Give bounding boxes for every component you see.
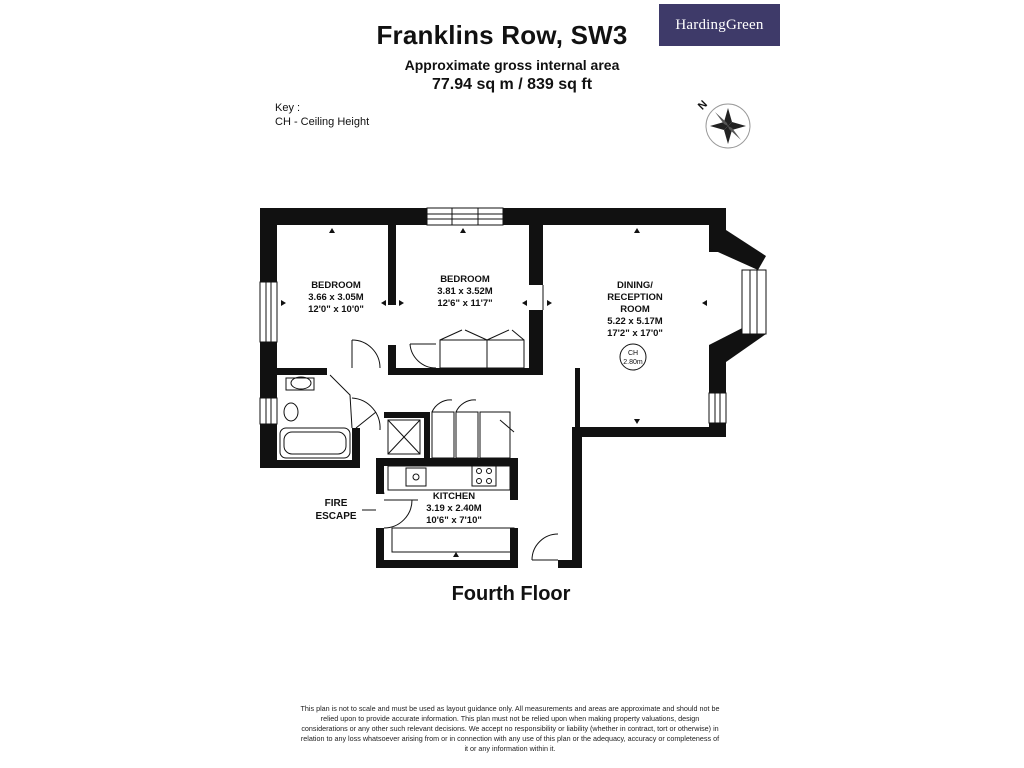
- dimension-markers: [281, 228, 707, 557]
- svg-text:KITCHEN: KITCHEN: [433, 491, 475, 502]
- key-heading: Key :: [275, 102, 301, 114]
- svg-text:3.66 x 3.05M: 3.66 x 3.05M: [308, 292, 364, 303]
- svg-text:3.81 x 3.52M: 3.81 x 3.52M: [437, 286, 493, 297]
- svg-text:17'2" x 17'0": 17'2" x 17'0": [607, 328, 663, 339]
- room-label-kitchen: KITCHEN 3.19 x 2.40M 10'6" x 7'10": [426, 491, 482, 526]
- area-caption: Approximate gross internal area: [404, 57, 620, 73]
- svg-text:BEDROOM: BEDROOM: [440, 274, 490, 285]
- fixtures: [279, 285, 647, 561]
- room-label-dining-reception: DINING/ RECEPTION ROOM 5.22 x 5.17M 17'2…: [607, 280, 663, 366]
- svg-text:12'0" x 10'0": 12'0" x 10'0": [308, 304, 364, 315]
- ceiling-height-label: CH: [628, 350, 638, 357]
- svg-text:12'6" x 11'7": 12'6" x 11'7": [437, 298, 492, 309]
- svg-text:BEDROOM: BEDROOM: [311, 280, 361, 291]
- plan-title: Franklins Row, SW3: [376, 20, 628, 50]
- room-label-bedroom-1: BEDROOM 3.66 x 3.05M 12'0" x 10'0": [308, 280, 364, 315]
- walls: [259, 207, 767, 568]
- disclaimer-text: This plan is not to scale and must be us…: [300, 704, 720, 753]
- svg-text:ROOM: ROOM: [620, 304, 650, 315]
- floor-label: Fourth Floor: [451, 583, 571, 605]
- svg-text:5.22 x 5.17M: 5.22 x 5.17M: [607, 316, 663, 327]
- svg-text:ESCAPE: ESCAPE: [315, 511, 356, 522]
- svg-text:RECEPTION: RECEPTION: [607, 292, 663, 303]
- compass-rose-icon: N: [696, 98, 751, 149]
- fire-escape-label: FIRE ESCAPE: [315, 498, 356, 522]
- room-label-bedroom-2: BEDROOM 3.81 x 3.52M 12'6" x 11'7": [437, 274, 493, 309]
- key-item: CH - Ceiling Height: [275, 116, 370, 128]
- svg-text:FIRE: FIRE: [325, 498, 348, 509]
- svg-text:3.19 x 2.40M: 3.19 x 2.40M: [426, 503, 482, 514]
- compass-north-label: N: [696, 98, 710, 112]
- area-value: 77.94 sq m / 839 sq ft: [431, 76, 593, 93]
- svg-text:DINING/: DINING/: [617, 280, 653, 291]
- svg-text:10'6" x 7'10": 10'6" x 7'10": [426, 515, 482, 526]
- ceiling-height-value: 2.80m: [623, 359, 643, 366]
- agency-logo: HardingGreen: [659, 4, 780, 46]
